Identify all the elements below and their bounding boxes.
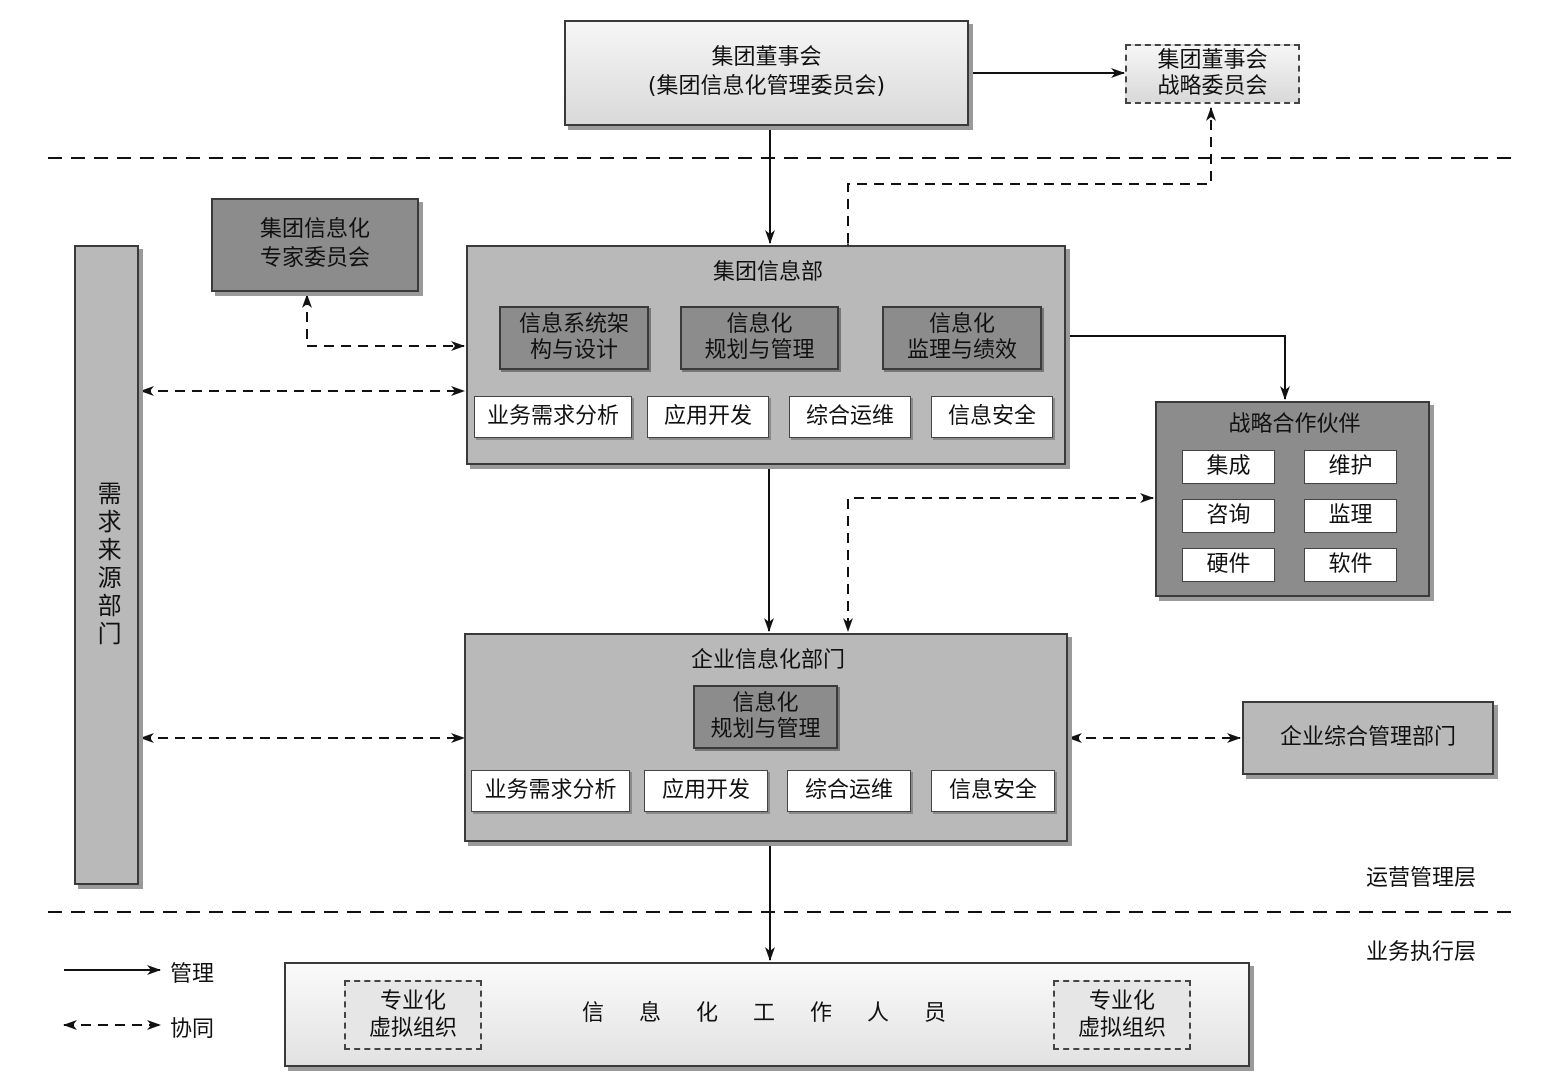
- function-label: 综合运维: [805, 403, 894, 429]
- strategy-committee: 集团董事会 战略委员会: [1125, 44, 1300, 104]
- group-it-module-planning: 信息化 规划与管理: [680, 306, 839, 370]
- enterprise-it-function-operations: 综合运维: [787, 770, 911, 812]
- group-it-function-requirements: 业务需求分析: [474, 396, 632, 438]
- it-staff-title: 信 息 化 工 作 人 员: [582, 1001, 956, 1026]
- module-label: 信息化 规划与管理: [704, 311, 815, 363]
- strategy-committee-title: 集团董事会 战略委员会: [1157, 47, 1268, 99]
- function-label: 综合运维: [804, 777, 893, 803]
- function-label: 信息安全: [948, 777, 1037, 803]
- legend-manage-label: 管理: [170, 962, 215, 987]
- group-board: 集团董事会 (集团信息化管理委员会): [564, 20, 969, 126]
- enterprise-it-function-security: 信息安全: [931, 770, 1055, 812]
- collab-strategy-group-it: [843, 107, 1216, 256]
- group-it-dept-title: 集团信息部: [712, 260, 823, 285]
- group-it-module-architecture: 信息系统架 构与设计: [499, 306, 649, 370]
- partner-label: 咨询: [1206, 502, 1251, 528]
- enterprise-it-function-requirements: 业务需求分析: [471, 770, 630, 812]
- partner-item: 监理: [1304, 499, 1397, 533]
- partner-item: 集成: [1182, 450, 1275, 484]
- expert-committee-title: 集团信息化 专家委员会: [259, 217, 370, 271]
- virtual-org-right: 专业化 虚拟组织: [1053, 980, 1191, 1050]
- demand-dept: 需求来源部门: [74, 245, 139, 885]
- collab-expert-group-it: [302, 294, 465, 351]
- virtual-org-left: 专业化 虚拟组织: [344, 980, 482, 1050]
- group-board-title: 集团董事会 (集团信息化管理委员会): [647, 45, 886, 99]
- module-label: 信息化 监理与绩效: [906, 311, 1017, 363]
- demand-dept-title: 需求来源部门: [93, 481, 122, 649]
- virtual-org-label: 专业化 虚拟组织: [1077, 988, 1166, 1042]
- enterprise-it-dept-title: 企业信息化部门: [690, 648, 845, 673]
- partner-label: 维护: [1328, 453, 1373, 479]
- partner-item: 硬件: [1182, 548, 1275, 582]
- collab-partners-enterprise-it: [843, 493, 1154, 632]
- partner-label: 硬件: [1206, 551, 1251, 577]
- function-label: 业务需求分析: [484, 777, 617, 803]
- arrow-group-it-to-partners: [1066, 335, 1290, 400]
- group-it-module-supervision: 信息化 监理与绩效: [882, 306, 1042, 370]
- partner-item: 软件: [1304, 548, 1397, 582]
- virtual-org-label: 专业化 虚拟组织: [368, 988, 457, 1042]
- function-label: 应用开发: [663, 403, 752, 429]
- enterprise-mgmt-dept: 企业综合管理部门: [1242, 701, 1494, 775]
- function-label: 业务需求分析: [486, 403, 619, 429]
- partner-item: 咨询: [1182, 499, 1275, 533]
- layer-label-execution: 业务执行层: [1366, 940, 1477, 965]
- module-label: 信息化 规划与管理: [710, 690, 821, 742]
- module-label: 信息系统架 构与设计: [518, 311, 629, 363]
- partner-label: 软件: [1328, 551, 1373, 577]
- group-it-function-security: 信息安全: [931, 396, 1053, 438]
- function-label: 应用开发: [661, 777, 750, 803]
- enterprise-it-function-development: 应用开发: [644, 770, 768, 812]
- expert-committee: 集团信息化 专家委员会: [211, 198, 419, 292]
- legend-collab-label: 协同: [170, 1017, 215, 1042]
- partner-item: 维护: [1304, 450, 1397, 484]
- strategic-partners-title: 战略合作伙伴: [1228, 412, 1361, 437]
- enterprise-mgmt-dept-title: 企业综合管理部门: [1279, 724, 1456, 750]
- enterprise-it-module-planning: 信息化 规划与管理: [693, 685, 838, 749]
- group-it-function-development: 应用开发: [647, 396, 769, 438]
- partner-label: 集成: [1206, 453, 1251, 479]
- partner-label: 监理: [1328, 502, 1373, 528]
- group-it-function-operations: 综合运维: [789, 396, 911, 438]
- layer-label-operation: 运营管理层: [1366, 866, 1477, 891]
- function-label: 信息安全: [947, 403, 1036, 429]
